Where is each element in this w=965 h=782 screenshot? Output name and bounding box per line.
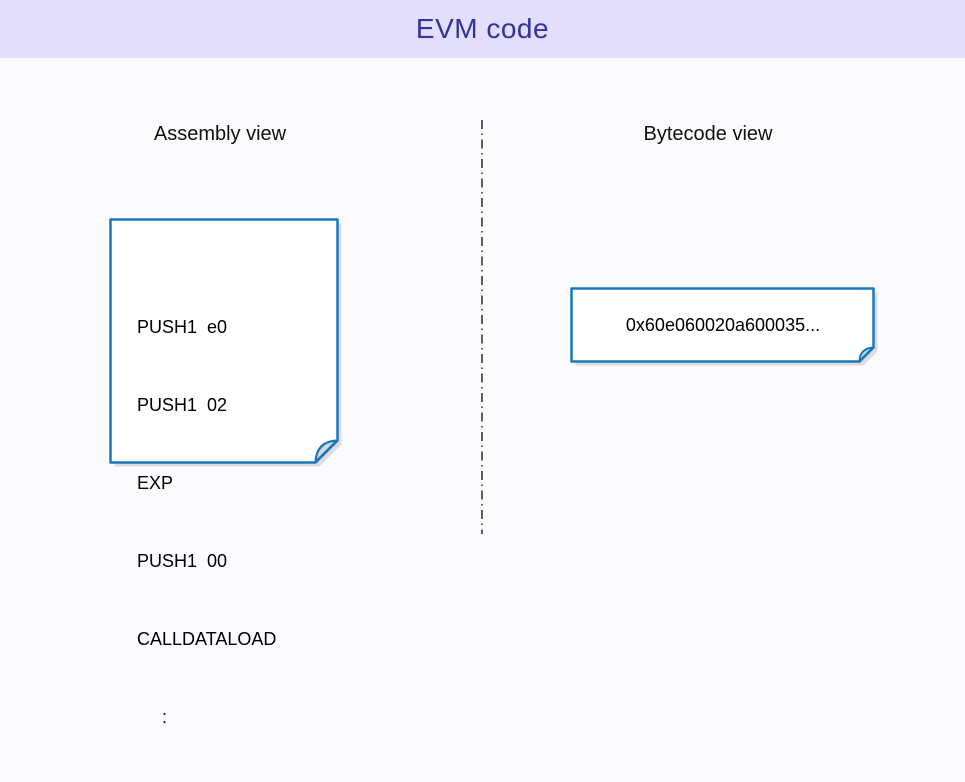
assembly-line: EXP <box>137 473 174 493</box>
evm-code-diagram-page: EVM code Assembly view Bytecode view PUS… <box>0 0 965 727</box>
assembly-line: CALLDATALOAD <box>137 629 277 649</box>
bytecode-note-fold-icon <box>858 346 874 362</box>
assembly-view-heading: Assembly view <box>153 123 287 145</box>
assembly-note-shape <box>109 218 342 467</box>
bytecode-view-heading: Bytecode view <box>643 123 773 145</box>
assembly-line-ellipsis: : <box>137 707 168 727</box>
page-title: EVM code <box>415 13 550 44</box>
title-bar: EVM code <box>0 0 965 58</box>
bytecode-note-shape <box>570 287 878 366</box>
bytecode-value: 0x60e060020a600035... <box>625 315 821 335</box>
assembly-line: PUSH1 e0 <box>137 317 228 337</box>
assembly-code-listing: PUSH1 e0 PUSH1 02 EXP PUSH1 00 CALLDATAL… <box>137 262 276 782</box>
assembly-line: PUSH1 00 <box>137 551 228 571</box>
assembly-line: PUSH1 02 <box>137 395 228 415</box>
column-divider <box>481 120 483 534</box>
assembly-note-fold-icon <box>314 439 339 464</box>
